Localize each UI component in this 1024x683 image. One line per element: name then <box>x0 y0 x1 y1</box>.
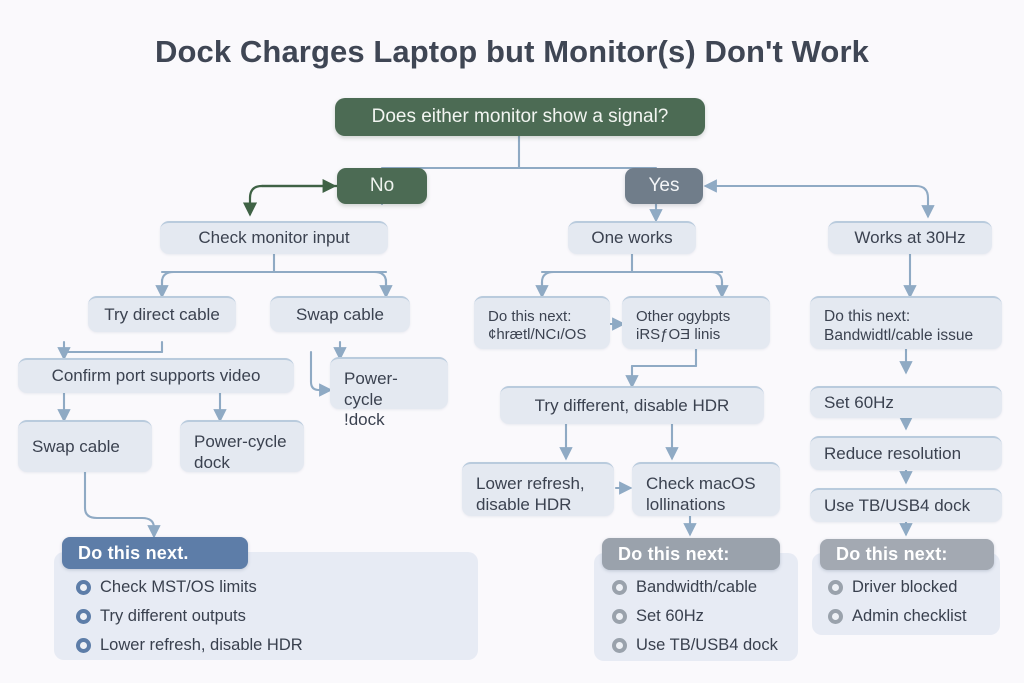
panel-header-label: Do this next: <box>618 543 730 564</box>
node-label: Power-cycle dock <box>194 432 287 473</box>
node-label-line1: Do this next: <box>488 308 572 325</box>
node-set-60hz[interactable]: Set 60Hz <box>810 386 1002 418</box>
panel-left-header[interactable]: Do this next. <box>62 537 248 569</box>
list-item-label: Bandwidth/cable <box>636 578 758 596</box>
bullet-icon <box>828 609 843 624</box>
node-label: Set 60Hz <box>824 392 894 412</box>
node-power-cycle-dock-bottom[interactable]: Power-cycle dock <box>180 420 304 472</box>
node-label: Do this next: Bandwidtl/cable issue <box>824 308 973 346</box>
panel-middle-header[interactable]: Do this next: <box>602 538 780 570</box>
node-label: Check monitor input <box>198 228 350 248</box>
panel-left <box>54 552 478 660</box>
node-label: Confirm port supports video <box>51 366 261 386</box>
panel-middle <box>594 553 798 661</box>
list-item[interactable]: Use TB/USB4 dock <box>612 636 812 655</box>
node-label: Swap cable <box>32 436 120 456</box>
node-label-line1: Lower refresh, <box>476 474 585 493</box>
node-do-next-mst[interactable]: Do this next: ¢hrætl/NCı/OS <box>474 296 610 349</box>
node-label-line2: iRSƒOƎ linis <box>636 326 721 344</box>
node-label-line2: Bandwidtl/cable issue <box>824 326 974 344</box>
bullet-icon <box>612 609 627 624</box>
bullet-icon <box>612 580 627 595</box>
list-item[interactable]: Set 60Hz <box>612 607 812 626</box>
node-label-line1: Power-cycle <box>194 432 287 451</box>
list-item-label: Lower refresh, disable HDR <box>100 636 303 654</box>
node-label: Yes <box>648 175 680 197</box>
node-root-question[interactable]: Does either monitor show a signal? <box>335 98 705 136</box>
list-item-label: Set 60Hz <box>636 607 704 625</box>
node-lower-refresh-disable-hdr[interactable]: Lower refresh, disable HDR <box>462 462 614 516</box>
node-label: Lower refresh, disable HDR <box>476 474 585 515</box>
panel-left-list: Check MST/OS limits Try different output… <box>76 578 476 665</box>
node-do-next-bandwidth[interactable]: Do this next: Bandwidtl/cable issue <box>810 296 1002 349</box>
node-check-monitor-input[interactable]: Check monitor input <box>160 221 388 254</box>
node-label: One works <box>591 228 673 248</box>
list-item-label: Try different outputs <box>100 607 246 625</box>
node-no[interactable]: No <box>337 168 427 204</box>
bullet-icon <box>76 638 91 653</box>
list-item[interactable]: Lower refresh, disable HDR <box>76 636 476 655</box>
bullet-icon <box>76 580 91 595</box>
panel-right-list: Driver blocked Admin checklist <box>828 578 1012 636</box>
bullet-icon <box>828 580 843 595</box>
node-label-line2: disable HDR <box>476 494 572 514</box>
node-reduce-resolution[interactable]: Reduce resolution <box>810 436 1002 470</box>
node-label: Swap cable <box>296 304 384 324</box>
bullet-icon <box>76 609 91 624</box>
list-item[interactable]: Check MST/OS limits <box>76 578 476 597</box>
node-other-outputs[interactable]: Other ogybpts iRSƒOƎ linis <box>622 296 770 349</box>
node-label: Try direct cable <box>104 304 220 324</box>
node-label: Use TB/USB4 dock <box>824 495 971 515</box>
node-label: Other ogybpts iRSƒOƎ linis <box>636 308 730 345</box>
node-label: Do this next: ¢hrætl/NCı/OS <box>488 308 586 345</box>
node-label: Power-cycle !dock <box>344 369 434 431</box>
node-works-at-30hz[interactable]: Works at 30Hz <box>828 221 992 254</box>
list-item[interactable]: Try different outputs <box>76 607 476 626</box>
panel-middle-list: Bandwidth/cable Set 60Hz Use TB/USB4 doc… <box>612 578 812 665</box>
node-label-line2: dock <box>194 452 230 472</box>
list-item-label: Admin checklist <box>852 607 967 625</box>
node-try-different-disable-hdr[interactable]: Try different, disable HDR <box>500 386 764 424</box>
bullet-icon <box>612 638 627 653</box>
node-one-works[interactable]: One works <box>568 221 696 254</box>
node-label: Check macOS lollinations <box>646 474 756 515</box>
list-item[interactable]: Driver blocked <box>828 578 1012 597</box>
node-label: Try different, disable HDR <box>534 395 730 415</box>
node-label: Works at 30Hz <box>854 228 966 248</box>
node-try-direct-cable[interactable]: Try direct cable <box>88 296 236 332</box>
panel-header-label: Do this next: <box>836 544 948 564</box>
node-power-cycle-dock-top[interactable]: Power-cycle !dock <box>330 357 448 429</box>
node-label-line1: Check macOS <box>646 474 756 493</box>
node-label-line2: ¢hrætl/NCı/OS <box>488 326 587 344</box>
node-check-macos[interactable]: Check macOS lollinations <box>632 462 780 516</box>
list-item[interactable]: Bandwidth/cable <box>612 578 812 597</box>
node-label: Does either monitor show a signal? <box>371 106 669 128</box>
node-label: Reduce resolution <box>824 443 962 463</box>
node-label: No <box>369 175 395 197</box>
panel-header-label: Do this next. <box>78 542 189 563</box>
list-item[interactable]: Admin checklist <box>828 607 1012 626</box>
node-label-line2: !dock <box>344 410 385 430</box>
panel-right-header[interactable]: Do this next: <box>820 539 994 570</box>
page-title: Dock Charges Laptop but Monitor(s) Don't… <box>155 34 869 69</box>
node-swap-cable-top[interactable]: Swap cable <box>270 296 410 332</box>
node-label-line2: lollinations <box>646 494 726 514</box>
list-item-label: Use TB/USB4 dock <box>636 636 778 654</box>
node-label-line1: Do this next: <box>824 308 911 325</box>
node-confirm-port-supports-video[interactable]: Confirm port supports video <box>18 358 294 393</box>
node-swap-cable-bottom[interactable]: Swap cable <box>18 420 152 472</box>
node-yes[interactable]: Yes <box>625 168 703 204</box>
node-label-line1: Other ogybpts <box>636 308 731 325</box>
list-item-label: Check MST/OS limits <box>100 578 257 596</box>
list-item-label: Driver blocked <box>852 578 958 596</box>
node-use-tb-usb4-dock[interactable]: Use TB/USB4 dock <box>810 488 1002 522</box>
node-label-line1: Power-cycle <box>344 369 398 409</box>
